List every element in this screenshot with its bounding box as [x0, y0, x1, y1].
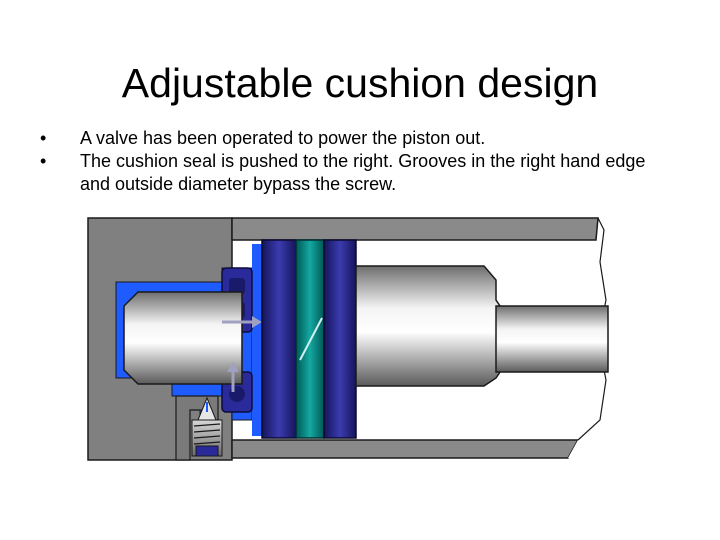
- flow-arrow-head: [227, 362, 239, 372]
- screw-thread: [193, 423, 221, 427]
- screw-thread: [193, 429, 221, 433]
- bullet-dot: •: [40, 151, 47, 171]
- bullet-text: A valve has been operated to power the p…: [80, 128, 486, 148]
- barrel-top-wall: [231, 217, 599, 241]
- bullet-text: The cushion seal is pushed to the right.…: [80, 151, 646, 194]
- bullet-item: • A valve has been operated to power the…: [40, 127, 680, 150]
- rod-end: [495, 305, 609, 373]
- bullet-list: • A valve has been operated to power the…: [40, 127, 680, 196]
- seal-split: [299, 317, 323, 361]
- screw-seal: [195, 445, 219, 457]
- screw-thread: [193, 435, 221, 439]
- slide-title: Adjustable cushion design: [121, 60, 599, 106]
- bullet-item: • The cushion seal is pushed to the righ…: [40, 150, 680, 196]
- bullet-dot: •: [40, 128, 47, 148]
- seal-groove: [229, 386, 245, 402]
- flow-arrow-head: [252, 316, 262, 328]
- screw-thread: [193, 441, 221, 445]
- piston-left: [261, 239, 297, 439]
- barrel-bottom-wall: [231, 439, 580, 459]
- piston-rod: [355, 265, 501, 387]
- seal-groove: [229, 278, 245, 294]
- cushion-spear: [123, 291, 243, 385]
- piston-right: [323, 239, 357, 439]
